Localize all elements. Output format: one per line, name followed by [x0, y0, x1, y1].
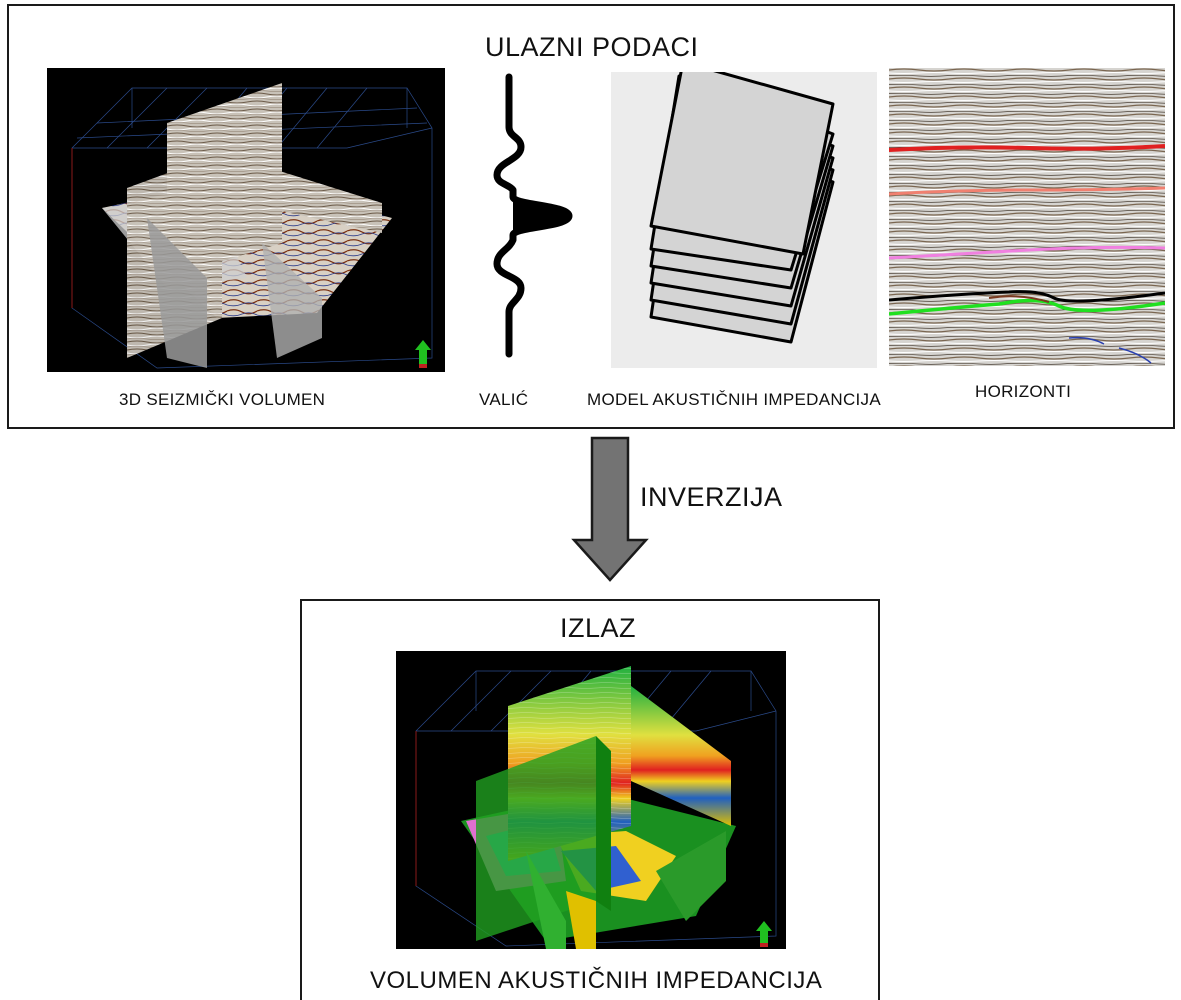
- input-data-box: ULAZNI PODACI: [7, 4, 1175, 429]
- model-caption: MODEL AKUSTIČNIH IMPEDANCIJA: [587, 390, 881, 409]
- layer-stack-icon: [649, 72, 835, 344]
- north-arrow-icon: [756, 921, 772, 947]
- down-arrow-icon: [570, 436, 650, 584]
- horizons-caption: HORIZONTI: [975, 382, 1072, 401]
- seismic-volume-image: [47, 68, 445, 372]
- output-title: IZLAZ: [560, 613, 637, 643]
- output-caption: VOLUMEN AKUSTIČNIH IMPEDANCIJA: [370, 967, 823, 994]
- horizons-image: [889, 68, 1165, 366]
- input-title: ULAZNI PODACI: [485, 32, 699, 62]
- impedance-model-image: [611, 72, 877, 368]
- seismic-caption: 3D SEIZMIČKI VOLUMEN: [119, 390, 326, 409]
- north-arrow-icon: [415, 340, 431, 368]
- output-box: IZLAZ: [300, 599, 880, 1000]
- wavelet-caption: VALIĆ: [479, 390, 529, 409]
- wavelet-icon: [469, 72, 589, 362]
- inversion-label: INVERZIJA: [640, 482, 783, 512]
- impedance-volume-image: [396, 651, 786, 949]
